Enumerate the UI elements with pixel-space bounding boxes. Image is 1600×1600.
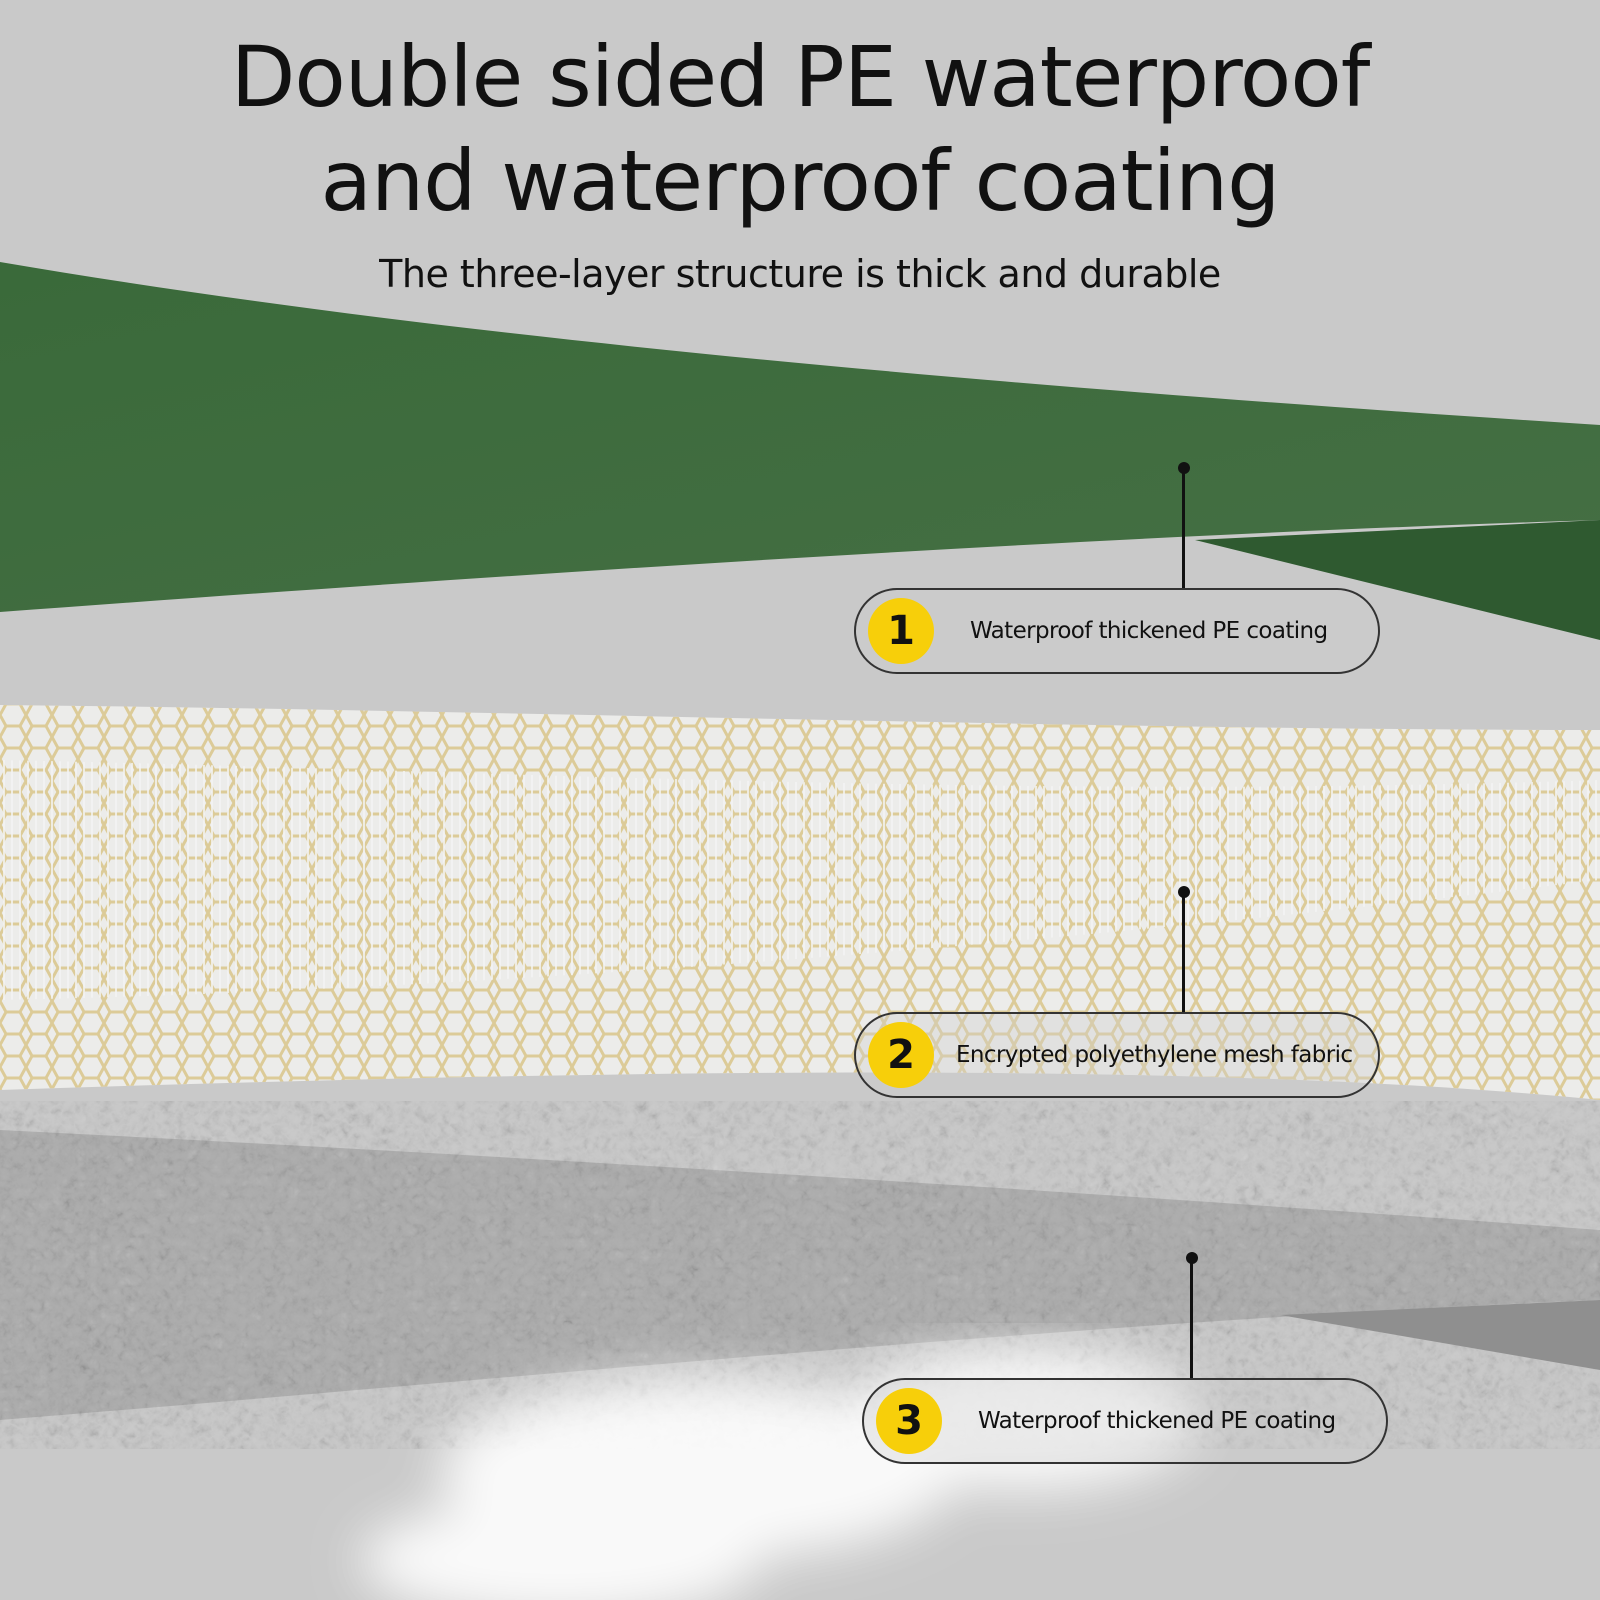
callout-3-line	[1190, 1258, 1193, 1380]
callout-3: 3 Waterproof thickened PE coating	[862, 1378, 1388, 1464]
callout-2-line	[1182, 892, 1185, 1012]
gray-layer-underside	[1280, 1300, 1600, 1370]
callout-1-badge: 1	[868, 598, 934, 664]
callout-1: 1 Waterproof thickened PE coating	[854, 588, 1380, 674]
subtitle: The three-layer structure is thick and d…	[379, 252, 1221, 296]
callout-1-line	[1182, 468, 1185, 588]
title-line-2: and waterproof coating	[320, 132, 1280, 230]
green-layer-underside	[1195, 520, 1600, 640]
callout-2-label: Encrypted polyethylene mesh fabric	[956, 1042, 1353, 1068]
callout-1-label: Waterproof thickened PE coating	[970, 618, 1328, 644]
green-pe-layer	[0, 262, 1600, 612]
callout-3-label: Waterproof thickened PE coating	[978, 1408, 1336, 1434]
callout-3-badge: 3	[876, 1388, 942, 1454]
callout-2-badge: 2	[868, 1022, 934, 1088]
callout-2: 2 Encrypted polyethylene mesh fabric	[854, 1012, 1380, 1098]
title-line-1: Double sided PE waterproof	[230, 28, 1371, 126]
vapor	[360, 1350, 1200, 1600]
